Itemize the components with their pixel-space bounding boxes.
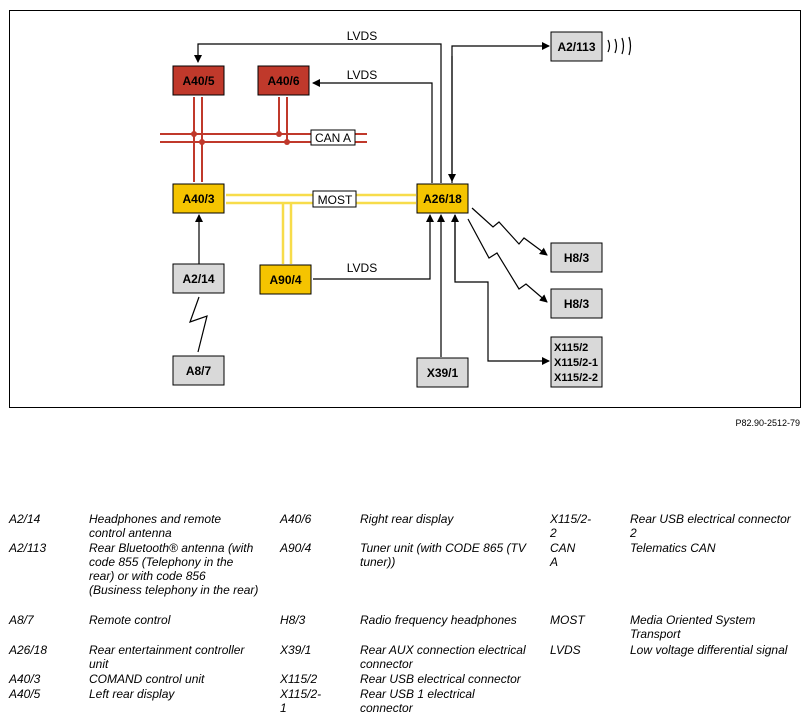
legend-code: A2/113 bbox=[9, 541, 47, 555]
legend-code: X115/2-2 bbox=[550, 512, 592, 540]
legend-description: Rear entertainment controller unit bbox=[89, 643, 245, 671]
node-x115-2-group: X115/2 X115/2-1 X115/2-2 bbox=[550, 336, 603, 388]
node-h8-3-a: H8/3 bbox=[550, 242, 603, 273]
can-a-junctions bbox=[191, 131, 290, 145]
legend-code: A40/6 bbox=[280, 512, 312, 526]
node-h8-3-a-label: H8/3 bbox=[564, 251, 590, 265]
node-h8-3-b-label: H8/3 bbox=[564, 297, 590, 311]
node-a40-3: A40/3 bbox=[172, 183, 225, 214]
legend-code: A8/7 bbox=[9, 613, 34, 627]
node-a90-4: A90/4 bbox=[259, 264, 312, 295]
node-a26-18-label: A26/18 bbox=[423, 192, 462, 206]
wiring-diagram: CAN A MOST LVDS LVDS LVDS A40/5 A40/6 A4… bbox=[9, 10, 801, 408]
legend-description: Rear Bluetooth® antenna (with code 855 (… bbox=[89, 541, 259, 597]
legend-code: A90/4 bbox=[280, 541, 312, 555]
node-x115-2-1-label: X115/2-1 bbox=[554, 357, 598, 369]
legend-description: Media Oriented System Transport bbox=[630, 613, 756, 641]
legend-description: Rear USB electrical connector 2 bbox=[630, 512, 791, 540]
node-a2-14-label: A2/14 bbox=[182, 272, 214, 286]
lvds-label-low: LVDS bbox=[347, 261, 377, 275]
legend-description: Tuner unit (with CODE 865 (TV tuner)) bbox=[360, 541, 526, 569]
legend-description: Telematics CAN bbox=[630, 541, 716, 555]
rf-link-a8-7 bbox=[189, 296, 208, 353]
node-a40-3-label: A40/3 bbox=[182, 192, 214, 206]
lvds-line-a90-4 bbox=[313, 214, 434, 280]
can-a-label: CAN A bbox=[315, 131, 351, 145]
legend-description: Right rear display bbox=[360, 512, 454, 526]
node-x39-1-label: X39/1 bbox=[427, 366, 459, 380]
legend-description: Rear AUX connection electrical connector bbox=[360, 643, 526, 671]
rf-link-h8-3-a bbox=[471, 207, 548, 256]
node-h8-3-b: H8/3 bbox=[550, 288, 603, 319]
legend-code: H8/3 bbox=[280, 613, 306, 627]
legend-code: A26/18 bbox=[9, 643, 48, 657]
legend-code: LVDS bbox=[550, 643, 581, 657]
most-label: MOST bbox=[318, 193, 353, 207]
legend-description: Remote control bbox=[89, 613, 171, 627]
legend-code: X115/2-1 bbox=[280, 687, 322, 715]
bluetooth-wave-icon bbox=[607, 36, 632, 56]
legend-code: A2/14 bbox=[9, 512, 41, 526]
diagram-frame bbox=[9, 10, 801, 408]
figure-reference: P82.90-2512-79 bbox=[735, 418, 800, 428]
rf-link-h8-3-b bbox=[467, 218, 548, 303]
legend-description: Radio frequency headphones bbox=[360, 613, 517, 627]
legend-code: CAN A bbox=[550, 541, 576, 569]
node-x115-2-2-label: X115/2-2 bbox=[554, 372, 598, 384]
legend-description: Rear USB 1 electrical connector bbox=[360, 687, 475, 715]
legend-code: X115/2 bbox=[280, 672, 318, 686]
node-a2-113: A2/113 bbox=[550, 31, 603, 62]
node-x39-1: X39/1 bbox=[416, 357, 469, 388]
node-a2-14: A2/14 bbox=[172, 263, 225, 294]
node-a8-7-label: A8/7 bbox=[186, 364, 212, 378]
lvds-line-a40-6 bbox=[312, 79, 433, 183]
node-a2-113-label: A2/113 bbox=[557, 40, 595, 54]
node-a40-6: A40/6 bbox=[257, 65, 310, 96]
node-a40-5: A40/5 bbox=[172, 65, 225, 96]
legend-description: COMAND control unit bbox=[89, 672, 205, 686]
lvds-label-mid: LVDS bbox=[347, 68, 377, 82]
lvds-label-top: LVDS bbox=[347, 29, 377, 43]
legend-description: Headphones and remote control antenna bbox=[89, 512, 222, 540]
node-a26-18: A26/18 bbox=[416, 183, 469, 214]
lvds-line-a40-5 bbox=[194, 43, 442, 183]
legend-code: A40/3 bbox=[9, 672, 41, 686]
node-a8-7: A8/7 bbox=[172, 355, 225, 386]
legend-code: X39/1 bbox=[280, 643, 312, 657]
legend-code: A40/5 bbox=[9, 687, 41, 701]
legend-description: Left rear display bbox=[89, 687, 175, 701]
node-x115-2-label: X115/2 bbox=[554, 342, 588, 354]
legend-description: Rear USB electrical connector bbox=[360, 672, 521, 686]
node-a40-6-label: A40/6 bbox=[267, 74, 299, 88]
node-a90-4-label: A90/4 bbox=[269, 273, 301, 287]
node-a40-5-label: A40/5 bbox=[182, 74, 214, 88]
legend-code: MOST bbox=[550, 613, 585, 627]
legend-description: Low voltage differential signal bbox=[630, 643, 788, 657]
